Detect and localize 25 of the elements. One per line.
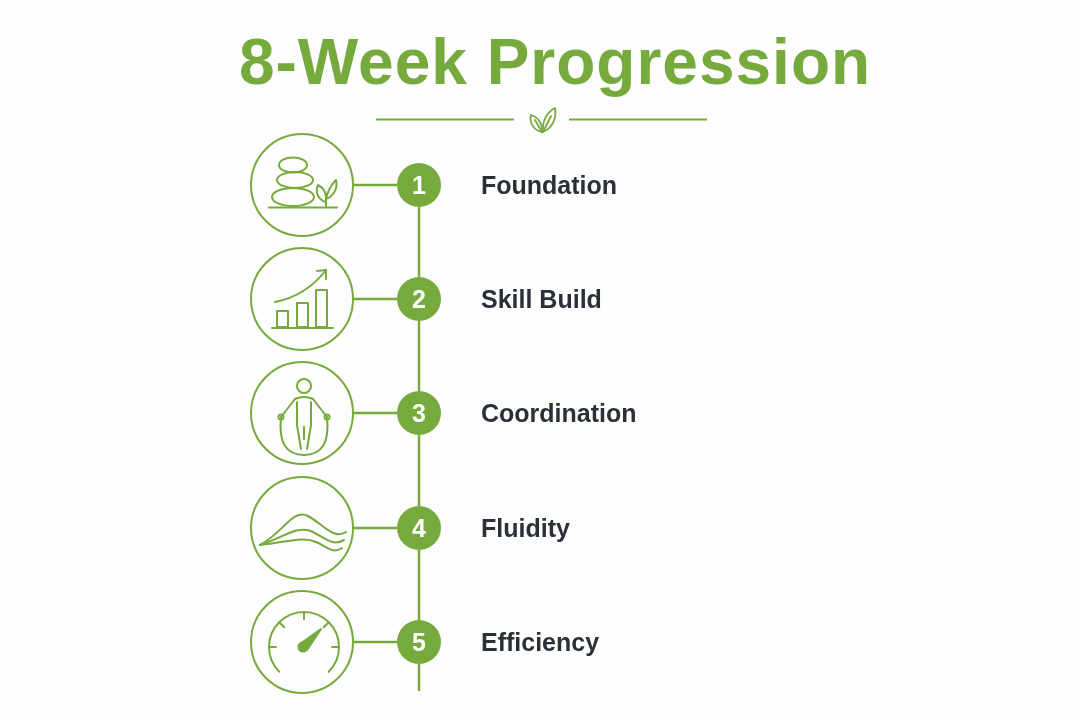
step-number-circle: 5	[397, 620, 441, 664]
connector-line	[417, 435, 421, 506]
step-number-circle: 3	[397, 391, 441, 435]
connector-line	[354, 411, 397, 415]
step-label: Coordination	[481, 398, 637, 428]
connector-line	[354, 183, 397, 187]
step-label: Fluidity	[481, 513, 570, 543]
icon-circle	[250, 476, 354, 580]
icon-circle	[250, 247, 354, 351]
connector-line	[417, 664, 421, 691]
step-label: Foundation	[481, 170, 618, 200]
connector-line	[417, 550, 421, 620]
step-number-circle: 4	[397, 506, 441, 550]
step-number-circle: 1	[397, 163, 441, 207]
icon-circle	[250, 133, 354, 237]
icon-circle	[250, 590, 354, 694]
step-label: Skill Build	[481, 284, 602, 314]
connector-line	[354, 297, 397, 301]
connector-line	[417, 207, 421, 277]
connector-line	[354, 640, 397, 644]
icon-circle	[250, 361, 354, 465]
connector-line	[417, 321, 421, 391]
step-label: Efficiency	[481, 627, 600, 657]
connector-line	[354, 526, 397, 530]
step-number-circle: 2	[397, 277, 441, 321]
